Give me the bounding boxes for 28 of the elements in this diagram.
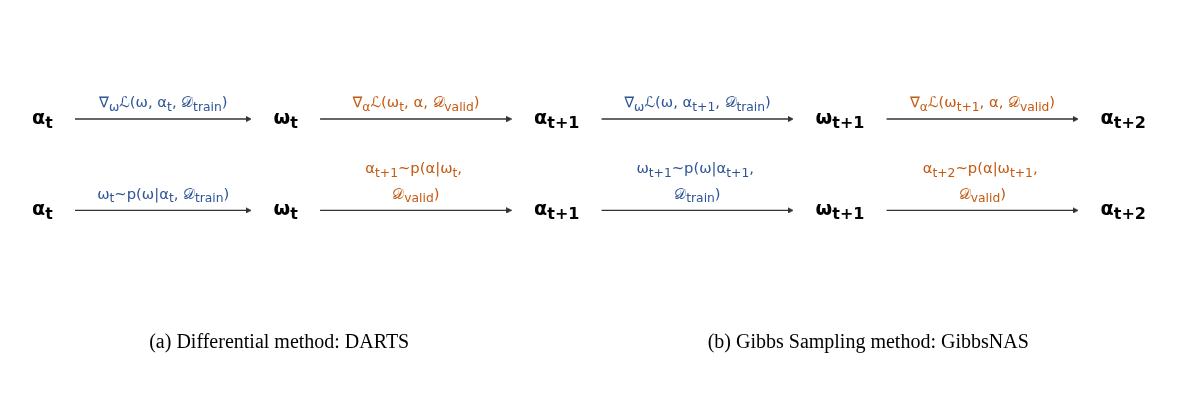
arrow: [885, 207, 1079, 214]
node-text: ω$_{t}$: [273, 197, 298, 224]
node-text: α$_{t}$: [32, 197, 53, 224]
edge-label: α$_{t+2}$~p(α|ω$_{t+1}$, 𝒟$_{valid}$): [922, 159, 1038, 206]
caption: (a) Differential method: DARTS: [149, 330, 410, 353]
edge-label: α$_{t+1}$~p(α|ω$_{t}$, 𝒟$_{valid}$): [365, 159, 463, 206]
node-text: ω$_{t+1}$: [815, 197, 865, 224]
node-text: α$_{t+2}$: [1100, 197, 1146, 224]
node-text: ω$_{t+1}$: [815, 106, 865, 133]
arrow: [600, 207, 794, 214]
arrow: [74, 207, 252, 214]
arrow: [319, 207, 513, 214]
arrow: [600, 116, 794, 123]
edge-label: ∇$_{ω}$ℒ(ω, α$_{t}$, 𝒟$_{train}$): [99, 93, 228, 115]
arrow: [885, 116, 1079, 123]
edge-label: ∇$_{α}$ℒ(ω$_{t}$, α, 𝒟$_{valid}$): [352, 93, 480, 115]
edge-label: ∇$_{ω}$ℒ(ω, α$_{t+1}$, 𝒟$_{train}$): [624, 93, 771, 115]
arrow: [74, 116, 252, 123]
node-text: α$_{t+1}$: [534, 197, 580, 224]
edge-label: ∇$_{α}$ℒ(ω$_{t+1}$, α, 𝒟$_{valid}$): [909, 93, 1056, 115]
arrow: [319, 116, 513, 123]
node-text: ω$_{t}$: [273, 106, 298, 133]
edge-label: ω$_{t}$~p(ω|α$_{t}$, 𝒟$_{train}$): [97, 184, 230, 206]
node-text: α$_{t+1}$: [534, 106, 580, 133]
caption: (b) Gibbs Sampling method: GibbsNAS: [707, 330, 1029, 353]
edge-label: ω$_{t+1}$~p(ω|α$_{t+1}$, 𝒟$_{train}$): [636, 159, 754, 206]
node-text: α$_{t}$: [32, 106, 53, 133]
node-text: α$_{t+2}$: [1100, 106, 1146, 133]
